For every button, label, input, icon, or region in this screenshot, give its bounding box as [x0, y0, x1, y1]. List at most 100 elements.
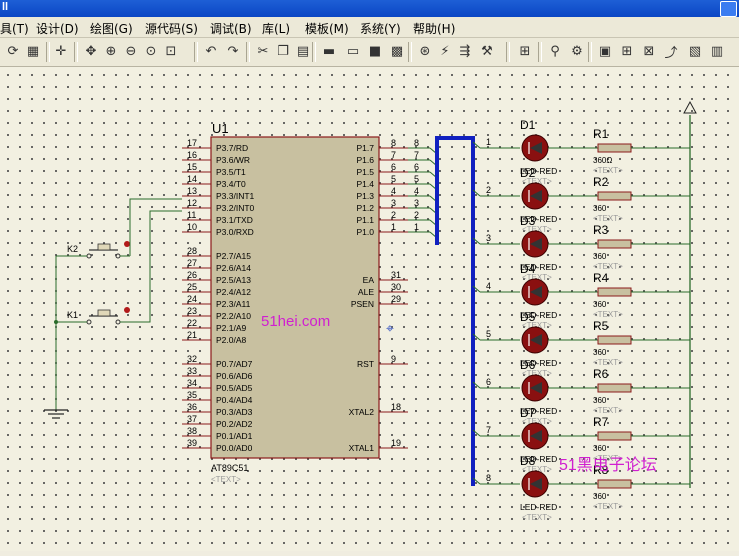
led-ref: D7 — [520, 406, 536, 420]
switch-contact-icon — [86, 319, 92, 325]
bus-tap-label: 1 — [486, 137, 491, 147]
block-copy-icon[interactable]: ▬ — [322, 43, 336, 59]
bom-icon[interactable]: ▧ — [688, 43, 702, 59]
mcu-pin-number: 13 — [187, 186, 197, 196]
mcu-pin-name: P3.4/T0 — [216, 179, 246, 189]
toolbar-separator — [74, 42, 78, 62]
package-tool-icon[interactable]: ⇶ — [459, 43, 471, 59]
bus-tap — [472, 333, 481, 341]
led-diode-icon — [530, 382, 542, 394]
resistor-ref: R7 — [593, 415, 609, 429]
mcu-pin-number: 28 — [187, 246, 197, 256]
resistor-value: 360 — [593, 204, 607, 213]
led-label: LED-RED — [520, 166, 557, 176]
mcu-pin-name: P2.4/A12 — [216, 287, 251, 297]
mcu-pin-number: 35 — [187, 390, 197, 400]
led-label: LED-RED — [520, 310, 557, 320]
remove-sheet-icon[interactable]: ⊠ — [643, 43, 655, 59]
refresh-icon[interactable]: ⟳ — [7, 43, 19, 59]
resistor-text-placeholder: <TEXT> — [593, 358, 623, 367]
bus-tap-label: 2 — [486, 185, 491, 195]
menu-item-4[interactable]: 调试(B) — [210, 22, 252, 36]
toolbar-separator — [506, 42, 510, 62]
mcu-pin-name: P0.1/AD1 — [216, 431, 253, 441]
title-bar: ll — [0, 0, 739, 17]
mcu-pin-name: P3.3/INT1 — [216, 191, 255, 201]
led-label: LED-RED — [520, 454, 557, 464]
resistor-value: 360 — [593, 396, 607, 405]
bus-tap-label: 5 — [486, 329, 491, 339]
mcu-pin-number: 2 — [391, 210, 396, 220]
switch-probe-dot — [124, 307, 130, 313]
mcu-pin-name: RST — [357, 359, 374, 369]
menu-item-8[interactable]: 帮助(H) — [413, 22, 456, 36]
search-tag-icon[interactable]: ⚲ — [550, 43, 560, 59]
resistor-text-placeholder: <TEXT> — [593, 406, 623, 415]
menu-item-6[interactable]: 模板(M) — [305, 22, 349, 36]
mcu-pin-name: P3.5/T1 — [216, 167, 246, 177]
menu-item-3[interactable]: 源代码(S) — [145, 22, 198, 36]
maximize-button[interactable] — [720, 1, 737, 17]
new-sheet-icon[interactable]: ⊞ — [621, 43, 633, 59]
zoom-all-icon[interactable]: ⊙ — [145, 43, 157, 59]
led-label: LED-RED — [520, 262, 557, 272]
led-label: LED-RED — [520, 502, 557, 512]
switch-contact-icon — [86, 253, 92, 259]
pick-device-icon[interactable]: ⊛ — [419, 43, 431, 59]
mcu-pin-number: 38 — [187, 426, 197, 436]
mcu-pin-name: P0.4/AD4 — [216, 395, 253, 405]
bus-tap-label: 3 — [486, 233, 491, 243]
watermark-forum: 51黑电子论坛 — [559, 456, 657, 474]
mcu-pin-number: 12 — [187, 198, 197, 208]
resistor-ref: R1 — [593, 127, 609, 141]
zoom-in-icon[interactable]: ⊕ — [105, 43, 117, 59]
mcu-center-marker: ⌖ — [386, 320, 394, 336]
window-title: ll — [2, 1, 9, 13]
paste-icon[interactable]: ▤ — [296, 43, 310, 59]
mcu-pin-number: 5 — [391, 174, 396, 184]
mcu-pin-number: 3 — [391, 198, 396, 208]
menu-item-5[interactable]: 库(L) — [262, 22, 291, 36]
switch-ref: K1 — [67, 310, 78, 320]
goto-sheet-icon[interactable]: ⤴ — [664, 45, 678, 61]
led-ref: D2 — [520, 166, 536, 180]
zoom-area-icon[interactable]: ⊡ — [165, 43, 177, 59]
property-assign-icon[interactable]: ⚙ — [571, 43, 583, 59]
grid-icon[interactable]: ▦ — [26, 43, 40, 59]
bus-tap-label: 8 — [486, 473, 491, 483]
junction-dot — [54, 320, 58, 324]
mcu-pin-name: P3.6/WR — [216, 155, 250, 165]
cut-icon[interactable]: ✂ — [257, 43, 269, 59]
block-move-icon[interactable]: ▭ — [346, 43, 360, 59]
redo-icon[interactable]: ↷ — [227, 43, 239, 59]
mcu-pin-number: 25 — [187, 282, 197, 292]
zoom-out-icon[interactable]: ⊖ — [125, 43, 137, 59]
origin-icon[interactable]: ✛ — [55, 43, 67, 59]
mcu-pin-number: 18 — [391, 402, 401, 412]
netlist-icon[interactable]: ▥ — [710, 43, 724, 59]
menu-item-1[interactable]: 设计(D) — [36, 22, 79, 36]
led-diode-icon — [530, 334, 542, 346]
block-rotate-icon[interactable]: ■ — [368, 43, 382, 59]
bus-tap-label: 6 — [486, 377, 491, 387]
pan-icon[interactable]: ✥ — [85, 43, 97, 59]
mcu-pin-number: 22 — [187, 318, 197, 328]
mcu-pin-number: 6 — [391, 162, 396, 172]
resistor-body — [597, 143, 632, 153]
menu-item-2[interactable]: 绘图(G) — [90, 22, 133, 36]
led-diode-icon — [530, 478, 542, 490]
menu-item-0[interactable]: 具(T) — [0, 22, 29, 36]
decompose-icon[interactable]: ⚒ — [481, 43, 493, 59]
block-delete-icon[interactable]: ▩ — [390, 43, 404, 59]
mcu-pin-number: 34 — [187, 378, 197, 388]
menu-item-7[interactable]: 系统(Y) — [360, 22, 401, 36]
copy-icon[interactable]: ❐ — [277, 43, 289, 59]
make-device-icon[interactable]: ⚡ — [440, 43, 450, 59]
mcu-pin-name: P1.5 — [357, 167, 375, 177]
design-explorer-icon[interactable]: ▣ — [598, 43, 612, 59]
resistor-value: 360 — [593, 444, 607, 453]
mcu-pin-number: 14 — [187, 174, 197, 184]
wire-autorouter-icon[interactable]: ⊞ — [519, 43, 531, 59]
undo-icon[interactable]: ↶ — [205, 43, 217, 59]
